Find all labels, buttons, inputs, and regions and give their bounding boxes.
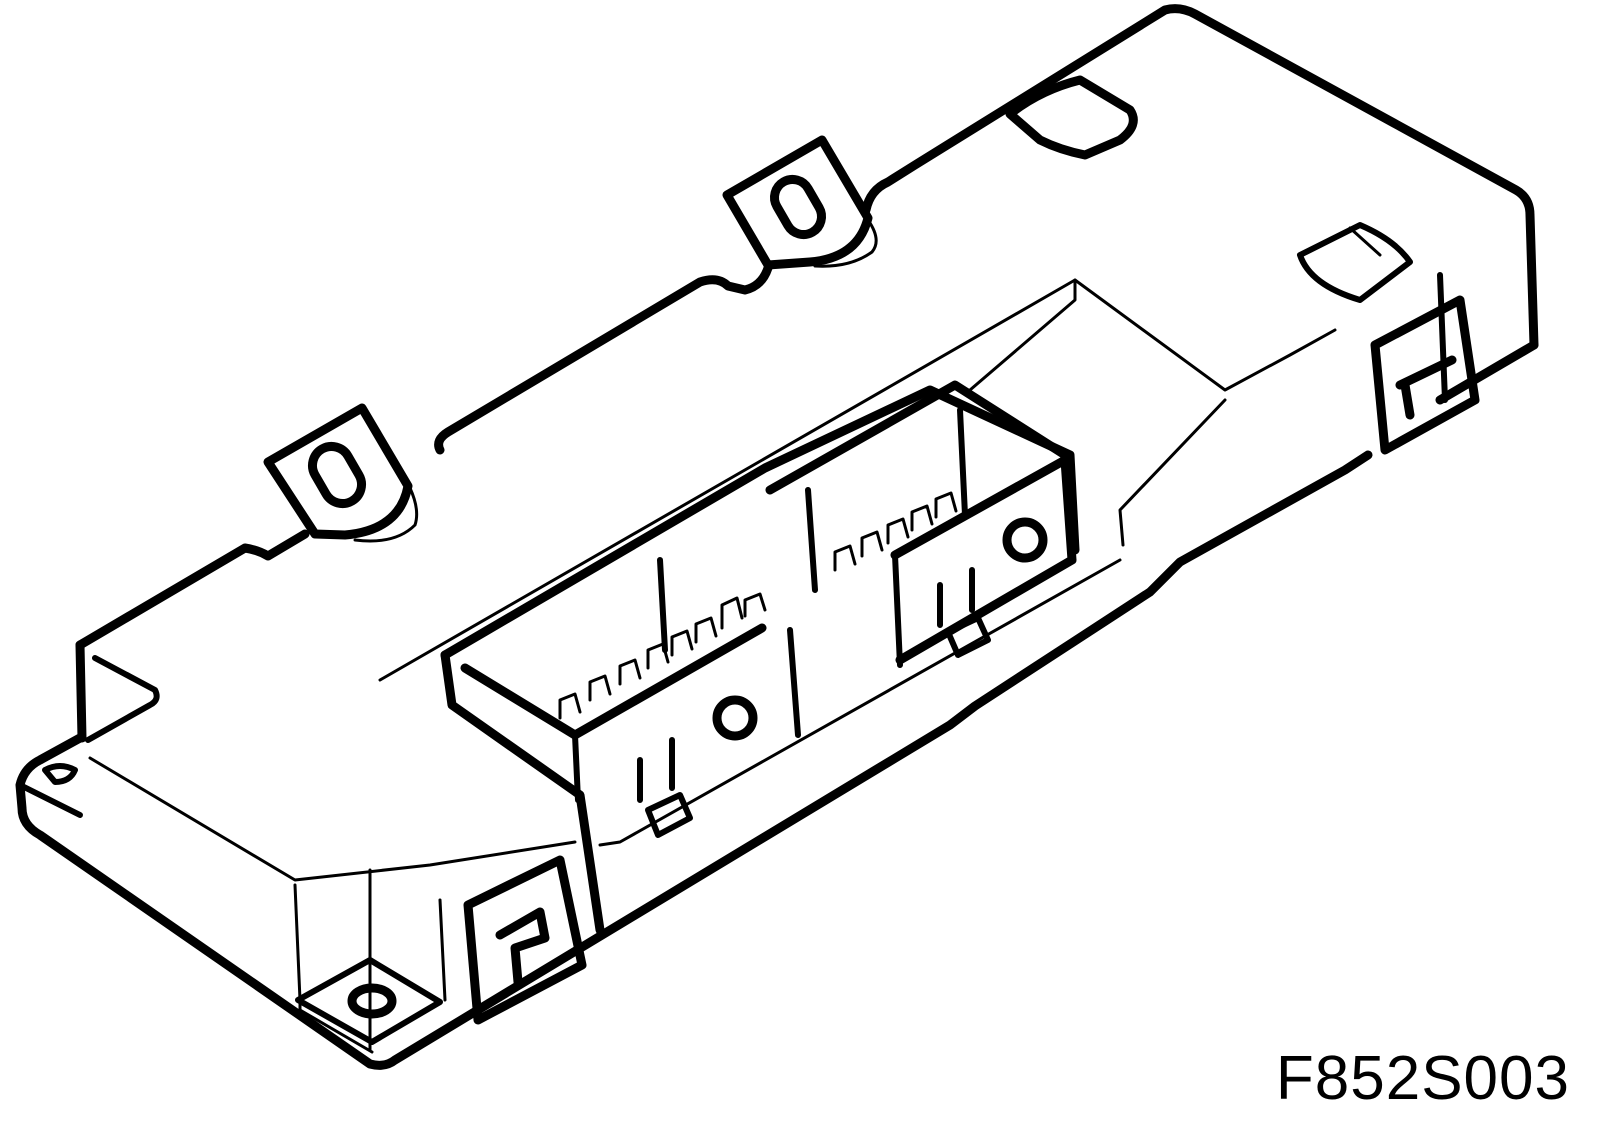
figure-reference-code: F852S003 [1275,1044,1570,1113]
mounting-lug-top-right [1005,75,1138,160]
mounting-lug-right [1297,222,1413,303]
detail-lines [293,272,1448,1002]
mounting-foot [295,957,443,1054]
mounting-lug-left [263,403,419,543]
top-surface [88,278,1337,1052]
housing-outline [15,4,1539,1070]
front-clip-left [463,855,587,1025]
mounting-lug-middle [722,135,878,270]
front-clip-right [1370,295,1480,455]
connector-right [765,380,1077,668]
connector-left [440,385,1080,935]
